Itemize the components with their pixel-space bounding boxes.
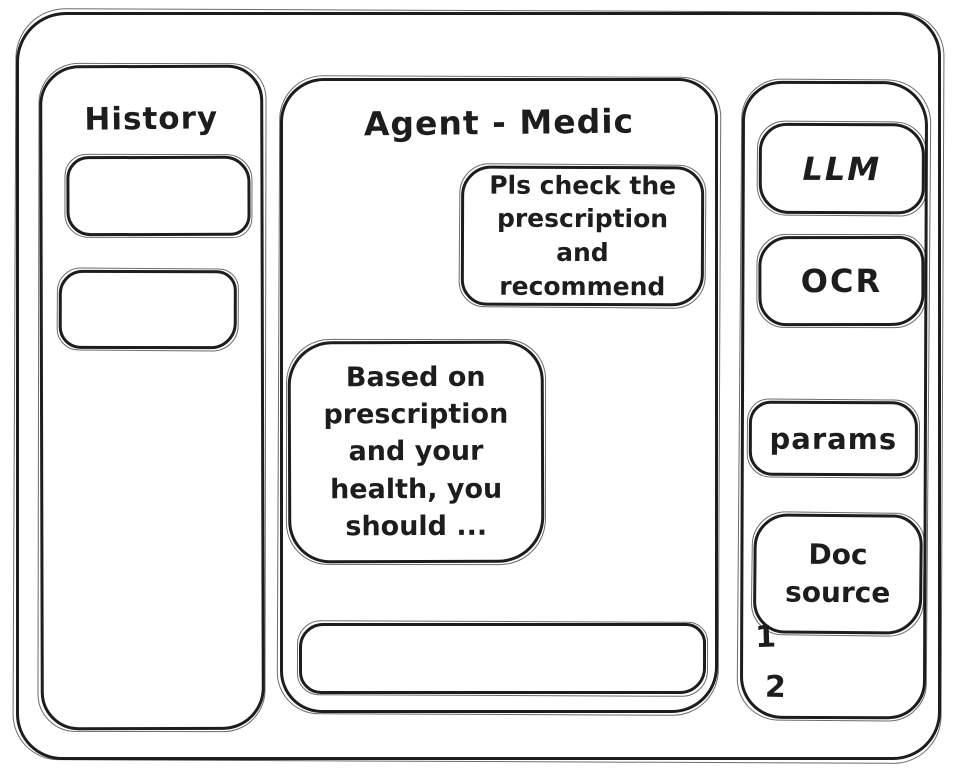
llm-button[interactable]: LLM <box>758 122 925 215</box>
ocr-button[interactable]: OCR <box>758 235 925 327</box>
doc-source-button-label: Doc source <box>784 537 891 610</box>
params-button[interactable]: params <box>748 400 918 477</box>
tools-panel: LLM OCR params Doc source 1 2 <box>739 80 929 720</box>
history-item[interactable] <box>58 269 237 350</box>
history-panel-title: History <box>84 100 219 138</box>
user-message-bubble: Pls check the prescription and recommend <box>460 165 705 307</box>
user-message-text: Pls check the prescription and recommend <box>489 170 677 302</box>
history-panel: History <box>39 64 265 731</box>
doc-item-label: 2 <box>764 669 787 706</box>
doc-source-button[interactable]: Doc source <box>752 513 923 635</box>
app-window: History Agent - Medic Pls check the pres… <box>16 12 941 760</box>
doc-item-label: 1 <box>754 619 777 656</box>
params-button-label: params <box>769 421 898 456</box>
llm-button-label: LLM <box>802 149 882 188</box>
doc-source-item[interactable]: 2 <box>765 670 787 705</box>
agent-message-text: Based on prescription and your health, y… <box>323 361 509 543</box>
agent-message-bubble: Based on prescription and your health, y… <box>287 340 545 564</box>
ocr-button-label: OCR <box>800 261 883 301</box>
chat-panel-title: Agent - Medic <box>363 101 635 144</box>
doc-source-item[interactable]: 1 <box>755 619 777 655</box>
message-input-box[interactable] <box>299 623 706 694</box>
chat-panel: Agent - Medic Pls check the prescription… <box>280 78 718 713</box>
message-input[interactable] <box>302 626 703 691</box>
history-item[interactable] <box>66 155 251 237</box>
